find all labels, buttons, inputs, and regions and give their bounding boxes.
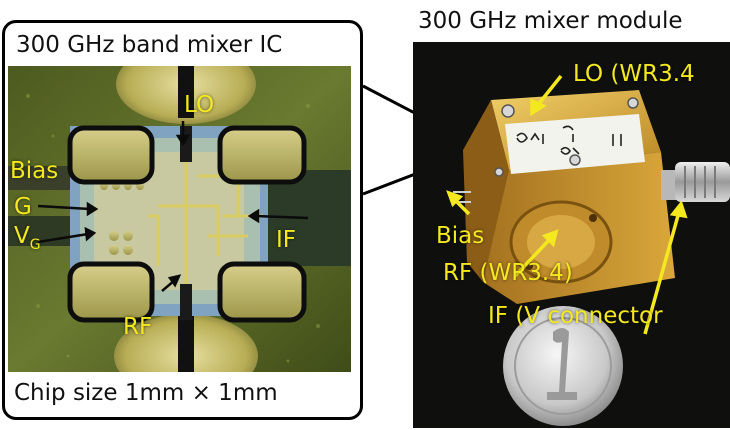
module-photograph bbox=[413, 42, 730, 428]
module-rf-label: RF (WR3.4) bbox=[443, 260, 573, 286]
module-if-label: IF (V connector bbox=[488, 303, 663, 329]
chip-rf-label: RF bbox=[123, 314, 153, 340]
module-lo-label: LO (WR3.4 bbox=[573, 61, 695, 87]
chip-vg-label: VG bbox=[14, 223, 41, 253]
chip-if-label: IF bbox=[276, 227, 297, 253]
chip-bias-label: Bias bbox=[10, 158, 59, 184]
chip-vg-subscript: G bbox=[29, 237, 41, 253]
chip-vg-main: V bbox=[14, 223, 30, 249]
module-panel-title: 300 GHz mixer module bbox=[418, 8, 683, 34]
module-bias-label: Bias bbox=[436, 223, 485, 249]
chip-g-label: G bbox=[14, 194, 32, 220]
chip-micrograph bbox=[8, 66, 351, 372]
chip-lo-label: LO bbox=[184, 92, 215, 118]
chip-panel-title: 300 GHz band mixer IC bbox=[16, 32, 283, 58]
chip-size-caption: Chip size 1mm × 1mm bbox=[14, 380, 278, 406]
